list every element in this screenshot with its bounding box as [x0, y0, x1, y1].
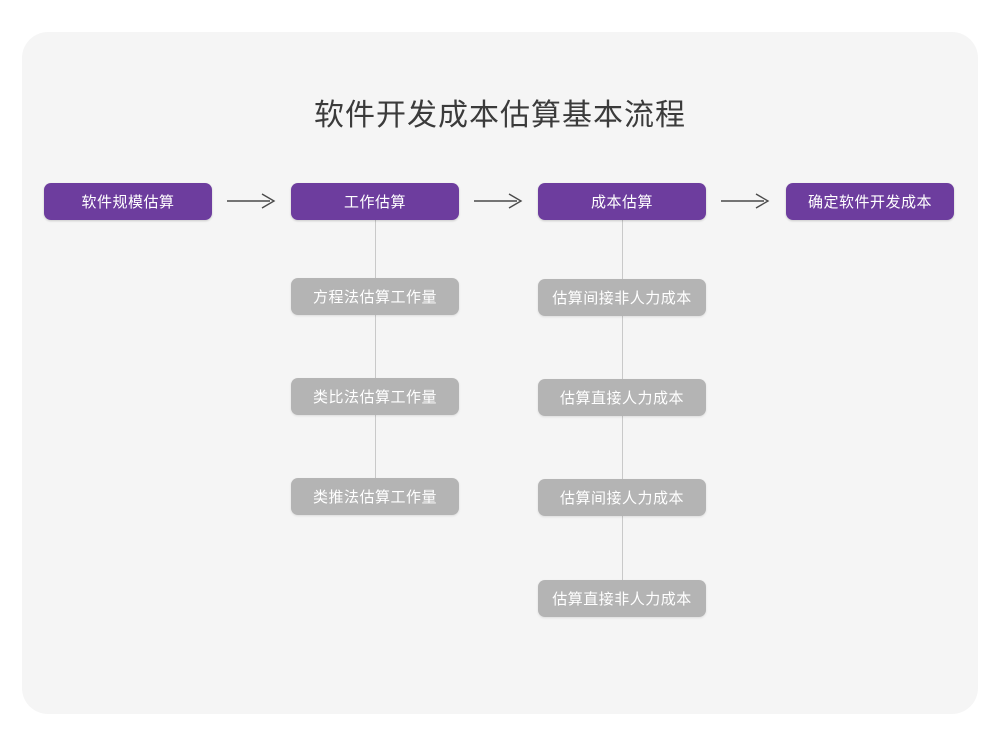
substep-node-label: 方程法估算工作量 — [312, 289, 437, 306]
substep-node-label: 估算间接非人力成本 — [552, 290, 692, 307]
substep-node[interactable]: 类推法估算工作量 — [291, 478, 459, 515]
substep-node-label: 估算间接人力成本 — [559, 490, 684, 507]
substep-node-label: 类推法估算工作量 — [312, 489, 437, 506]
content-card — [22, 32, 978, 714]
flow-arrow-2 — [471, 189, 527, 213]
flow-arrow-1 — [224, 189, 280, 213]
stage-node-label: 工作估算 — [343, 194, 406, 211]
stage-node-determine-development-cost[interactable]: 确定软件开发成本 — [786, 183, 954, 220]
stage-node-software-scale-estimation[interactable]: 软件规模估算 — [44, 183, 212, 220]
substep-node-label: 估算直接人力成本 — [559, 390, 684, 407]
substep-node-label: 类比法估算工作量 — [312, 389, 437, 406]
substep-node[interactable]: 方程法估算工作量 — [291, 278, 459, 315]
connector-spine-stage-2 — [375, 220, 376, 500]
substep-node-label: 估算直接非人力成本 — [552, 591, 692, 608]
stage-node-label: 软件规模估算 — [81, 194, 175, 211]
stage-node-label: 成本估算 — [590, 194, 653, 211]
substep-node[interactable]: 估算直接人力成本 — [538, 379, 706, 416]
stage-node-cost-estimation[interactable]: 成本估算 — [538, 183, 706, 220]
stage-node-work-estimation[interactable]: 工作估算 — [291, 183, 459, 220]
page-title: 软件开发成本估算基本流程 — [314, 99, 686, 132]
substep-node[interactable]: 估算直接非人力成本 — [538, 580, 706, 617]
substep-node[interactable]: 类比法估算工作量 — [291, 378, 459, 415]
stage-node-label: 确定软件开发成本 — [807, 194, 932, 211]
substep-node[interactable]: 估算间接人力成本 — [538, 479, 706, 516]
substep-node[interactable]: 估算间接非人力成本 — [538, 279, 706, 316]
flow-arrow-3 — [718, 189, 774, 213]
